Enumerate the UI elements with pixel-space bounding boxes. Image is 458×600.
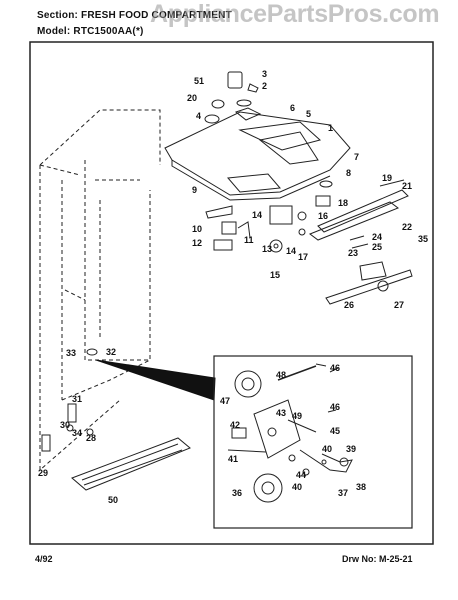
label-16: 16 xyxy=(318,211,328,221)
label-51: 51 xyxy=(194,76,204,86)
label-24: 24 xyxy=(372,232,382,242)
part-number-labels: 51 3 2 20 4 6 5 1 7 8 9 19 18 21 14 16 1… xyxy=(38,69,428,505)
evaporator-cover xyxy=(164,111,351,201)
label-6: 6 xyxy=(290,103,295,113)
label-13: 13 xyxy=(262,244,272,254)
label-41: 41 xyxy=(228,454,238,464)
label-1: 1 xyxy=(328,123,333,133)
damper-knob-parts xyxy=(204,71,333,188)
label-15: 15 xyxy=(270,270,280,280)
label-37: 37 xyxy=(338,488,348,498)
label-14: 14 xyxy=(252,210,262,220)
label-19: 19 xyxy=(382,173,392,183)
label-9: 9 xyxy=(192,185,197,195)
label-40: 40 xyxy=(322,444,332,454)
label-36: 36 xyxy=(232,488,242,498)
label-3: 3 xyxy=(262,69,267,79)
label-33: 33 xyxy=(66,348,76,358)
hinge-and-caps xyxy=(41,348,98,452)
label-35: 35 xyxy=(418,234,428,244)
base-grille xyxy=(71,437,191,491)
thermostat-controls xyxy=(205,195,331,253)
label-44: 44 xyxy=(296,470,306,480)
label-4: 4 xyxy=(196,111,201,121)
label-11: 11 xyxy=(244,235,254,245)
label-21: 21 xyxy=(402,181,412,191)
label-20: 20 xyxy=(187,93,197,103)
label-31: 31 xyxy=(72,394,82,404)
label-25: 25 xyxy=(372,242,382,252)
label-28: 28 xyxy=(86,433,96,443)
label-46b: 46 xyxy=(330,402,340,412)
label-47: 47 xyxy=(220,396,230,406)
label-23: 23 xyxy=(348,248,358,258)
label-8: 8 xyxy=(346,168,351,178)
label-48: 48 xyxy=(276,370,286,380)
label-7: 7 xyxy=(354,152,359,162)
detail-pointer xyxy=(95,359,216,401)
label-42: 42 xyxy=(230,420,240,430)
label-39: 39 xyxy=(346,444,356,454)
label-43: 43 xyxy=(276,408,286,418)
footer-drawing-number: Drw No: M-25-21 xyxy=(342,554,413,564)
label-40b: 40 xyxy=(292,482,302,492)
label-2: 2 xyxy=(262,81,267,91)
model-number: Model: RTC1500AA(*) xyxy=(37,26,144,37)
footer-date: 4/92 xyxy=(35,554,53,564)
page-border xyxy=(29,41,434,545)
label-22: 22 xyxy=(402,222,412,232)
watermark: AppliancePartsPros.com xyxy=(150,0,440,28)
label-46: 46 xyxy=(330,363,340,373)
label-30: 30 xyxy=(60,420,70,430)
label-50: 50 xyxy=(108,495,118,505)
label-49: 49 xyxy=(292,411,302,421)
detail-inset xyxy=(213,355,413,529)
section-title: Section: FRESH FOOD COMPARTMENT xyxy=(37,10,232,21)
shelf-support-rails xyxy=(308,179,413,305)
label-27: 27 xyxy=(394,300,404,310)
label-45: 45 xyxy=(330,426,340,436)
label-26: 26 xyxy=(344,300,354,310)
label-17: 17 xyxy=(298,252,308,262)
label-34: 34 xyxy=(72,428,82,438)
label-14b: 14 xyxy=(286,246,296,256)
label-18: 18 xyxy=(338,198,348,208)
label-38: 38 xyxy=(356,482,366,492)
label-12: 12 xyxy=(192,238,202,248)
label-5: 5 xyxy=(306,109,311,119)
label-29: 29 xyxy=(38,468,48,478)
label-32: 32 xyxy=(106,347,116,357)
label-10: 10 xyxy=(192,224,202,234)
cabinet-outline xyxy=(39,109,161,472)
